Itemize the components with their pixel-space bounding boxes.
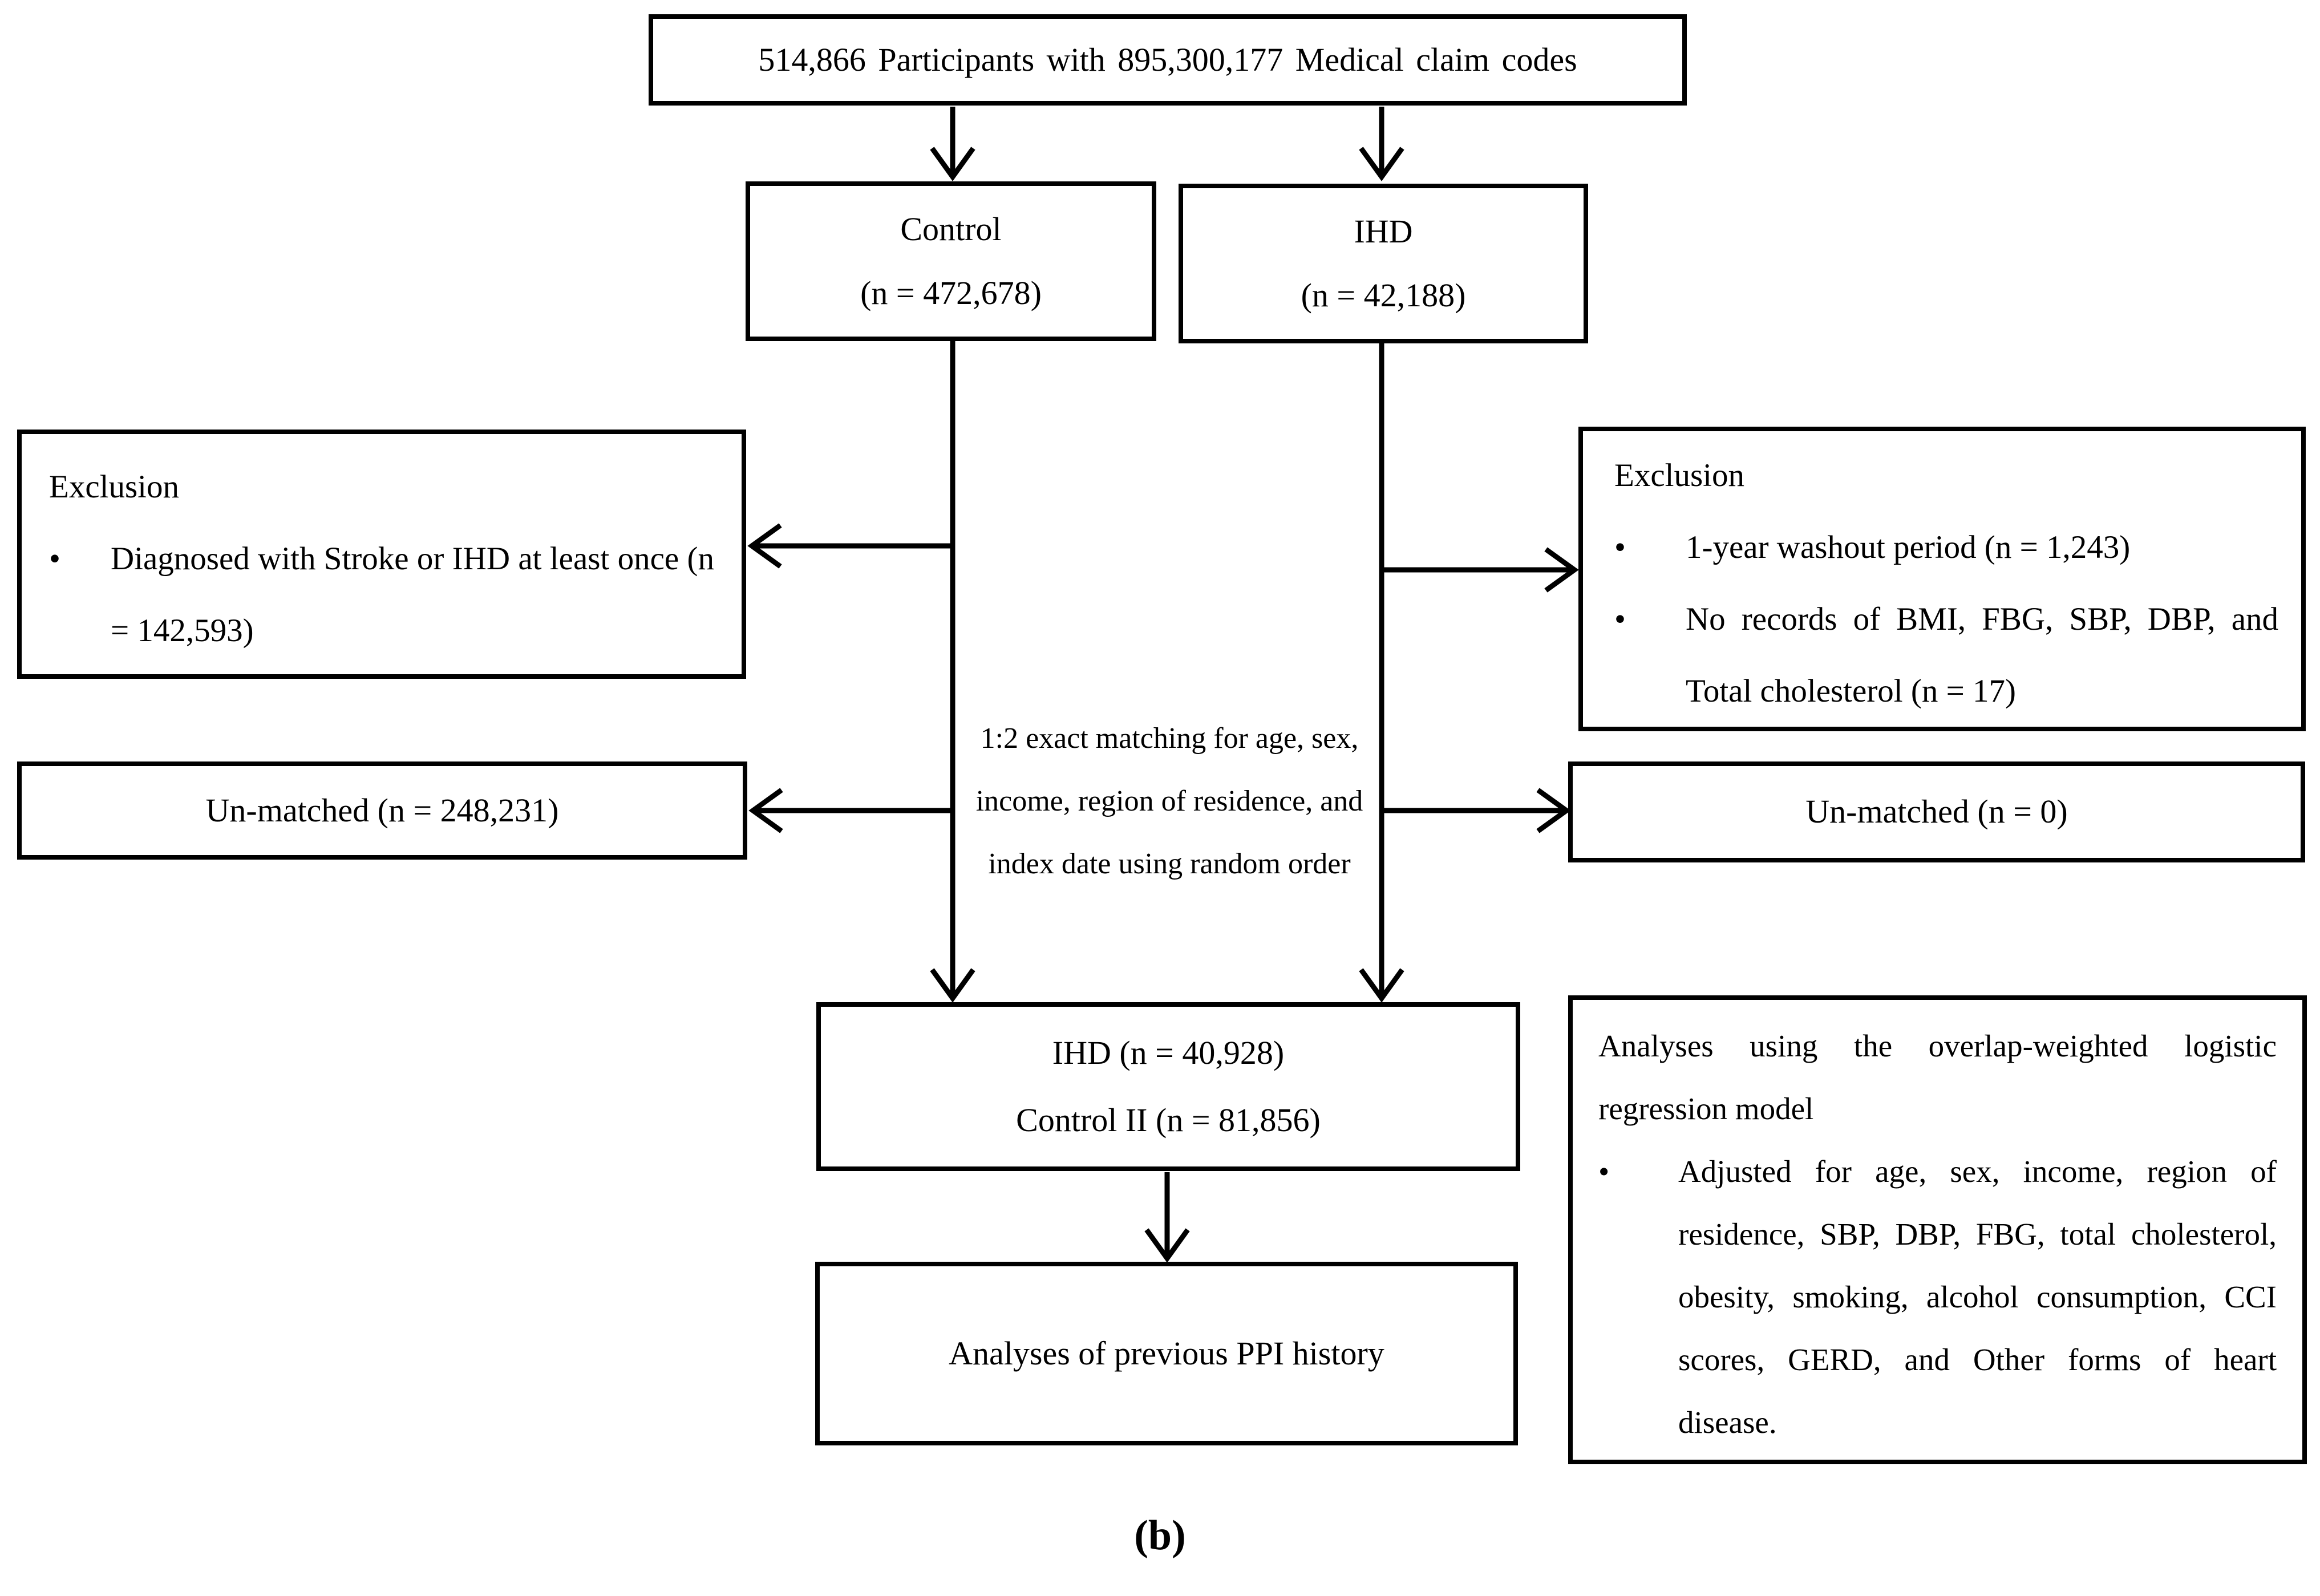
control-count: (n = 472,678) [860, 274, 1042, 311]
list-item: • 1-year washout period (n = 1,243) [1614, 512, 2278, 584]
bullet-icon: • [49, 541, 60, 577]
arrow-ihd-to-matched [1359, 343, 1404, 1003]
analysis-method-box: Analyses using the overlap-weighted logi… [1568, 995, 2307, 1464]
exclusion-control-box: Exclusion • Diagnosed with Stroke or IHD… [17, 430, 746, 679]
matching-note: 1:2 exact matching for age, sex, income,… [975, 722, 1363, 880]
ppi-analysis-box: Analyses of previous PPI history [815, 1262, 1518, 1445]
list-item: • Adjusted for age, sex, income, region … [1598, 1140, 2277, 1454]
list-item: • No records of BMI, FBG, SBP, DBP, and … [1614, 584, 2278, 727]
arrow-ihd-to-unmatched [1382, 788, 1571, 833]
exclusion-control-title: Exclusion [49, 469, 179, 505]
list-item: • Diagnosed with Stroke or IHD at least … [49, 523, 714, 667]
exclusion-ihd-bullet-records: No records of BMI, FBG, SBP, DBP, and To… [1686, 601, 2278, 709]
bullet-icon: • [1614, 529, 1626, 565]
control-box: Control (n = 472,678) [746, 181, 1156, 341]
participants-box: 514,866 Participants with 895,300,177 Me… [649, 14, 1687, 106]
unmatched-ihd-box: Un-matched (n = 0) [1568, 761, 2305, 862]
figure-label: (b) [1134, 1512, 1186, 1559]
control-title: Control [900, 210, 1002, 248]
exclusion-control-bullet: Diagnosed with Stroke or IHD at least on… [111, 541, 714, 649]
bullet-icon: • [1598, 1154, 1610, 1189]
analysis-adjusted-bullet: Adjusted for age, sex, income, region of… [1678, 1154, 2277, 1440]
matched-ihd-line: IHD (n = 40,928) [1052, 1034, 1285, 1071]
matched-control-line: Control II (n = 81,856) [1016, 1101, 1321, 1139]
exclusion-ihd-title: Exclusion [1614, 457, 1744, 493]
unmatched-ihd-text: Un-matched (n = 0) [1805, 793, 2068, 831]
arrow-control-to-exclusion [747, 523, 953, 569]
participants-text: 514,866 Participants with 895,300,177 Me… [758, 40, 1577, 78]
ihd-box: IHD (n = 42,188) [1179, 184, 1588, 343]
matched-cohort-box: IHD (n = 40,928) Control II (n = 81,856) [816, 1002, 1520, 1171]
arrow-control-to-unmatched [748, 788, 953, 833]
exclusion-ihd-box: Exclusion • 1-year washout period (n = 1… [1578, 427, 2306, 731]
ihd-title: IHD [1354, 212, 1413, 250]
arrow-ihd-to-exclusion [1382, 547, 1579, 593]
unmatched-control-text: Un-matched (n = 248,231) [205, 791, 559, 829]
exclusion-ihd-bullet-washout: 1-year washout period (n = 1,243) [1686, 529, 2131, 565]
unmatched-control-box: Un-matched (n = 248,231) [17, 761, 747, 860]
arrow-top-to-ihd [1359, 107, 1404, 181]
arrow-matched-to-ppi [1144, 1172, 1190, 1263]
arrow-control-to-matched [930, 341, 975, 1003]
ppi-analysis-text: Analyses of previous PPI history [949, 1334, 1384, 1372]
bullet-icon: • [1614, 601, 1626, 637]
ihd-count: (n = 42,188) [1301, 276, 1466, 314]
arrow-top-to-control [930, 107, 975, 181]
analysis-intro: Analyses using the overlap-weighted logi… [1598, 1028, 2277, 1126]
